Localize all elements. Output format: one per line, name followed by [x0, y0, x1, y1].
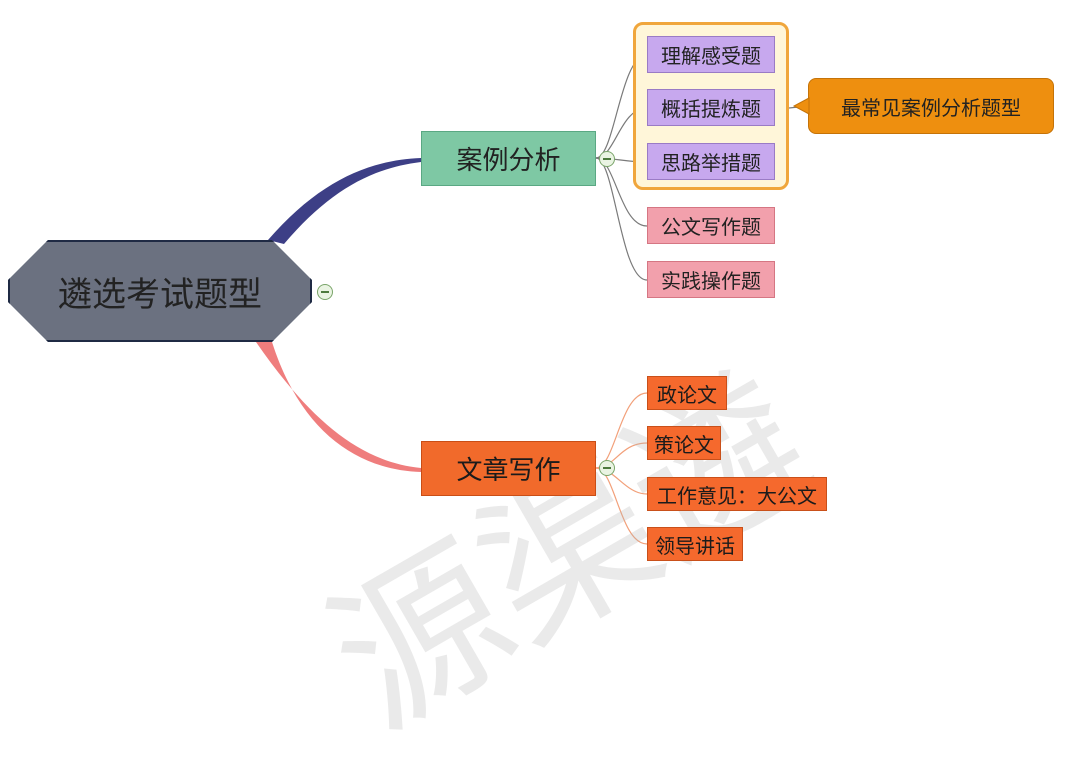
leaf-official-document-label: 公文写作题: [661, 215, 761, 239]
collapse-toggle-essay-writing[interactable]: [599, 460, 615, 476]
connector-writing-4: [595, 467, 648, 545]
leaf-policy-essay[interactable]: 策论文: [647, 426, 721, 460]
leaf-official-document[interactable]: 公文写作题: [647, 207, 775, 244]
branch-case-analysis-label: 案例分析: [456, 146, 561, 176]
leaf-measures[interactable]: 思路举措题: [647, 143, 775, 180]
leaf-political-essay[interactable]: 政论文: [647, 376, 727, 410]
leaf-work-opinion-label: 工作意见：大公文: [657, 483, 817, 508]
collapse-toggle-root[interactable]: [317, 284, 333, 300]
connector-root-case: [268, 158, 421, 244]
callout-pointer: [792, 97, 810, 115]
callout-label: 最常见案例分析题型: [841, 95, 1021, 120]
root-node[interactable]: 遴选考试题型: [8, 240, 312, 342]
leaf-measures-label: 思路举措题: [661, 151, 761, 175]
branch-essay-writing[interactable]: 文章写作: [421, 441, 596, 496]
leaf-understanding[interactable]: 理解感受题: [647, 36, 775, 73]
leaf-work-opinion[interactable]: 工作意见：大公文: [647, 477, 827, 511]
connector-writing-1: [595, 392, 648, 469]
callout-common-types[interactable]: 最常见案例分析题型: [808, 78, 1054, 134]
mind-map-canvas: 源渠遴 遴选考试题型 案例分析 理解感受题 概括提炼题 思路举措题 最常见案例分…: [0, 0, 1080, 578]
leaf-leader-speech[interactable]: 领导讲话: [647, 527, 743, 561]
branch-essay-writing-label: 文章写作: [456, 456, 561, 486]
leaf-understanding-label: 理解感受题: [661, 44, 761, 68]
connector-root-writing: [256, 342, 421, 472]
collapse-toggle-case-analysis[interactable]: [599, 151, 615, 167]
leaf-practical-operation-label: 实践操作题: [661, 269, 761, 293]
leaf-summarizing[interactable]: 概括提炼题: [647, 89, 775, 126]
leaf-leader-speech-label: 领导讲话: [655, 533, 735, 558]
leaf-policy-essay-label: 策论文: [654, 432, 714, 457]
leaf-political-essay-label: 政论文: [657, 382, 717, 407]
branch-case-analysis[interactable]: 案例分析: [421, 131, 596, 186]
root-label: 遴选考试题型: [58, 274, 262, 315]
leaf-practical-operation[interactable]: 实践操作题: [647, 261, 775, 298]
leaf-summarizing-label: 概括提炼题: [661, 97, 761, 121]
